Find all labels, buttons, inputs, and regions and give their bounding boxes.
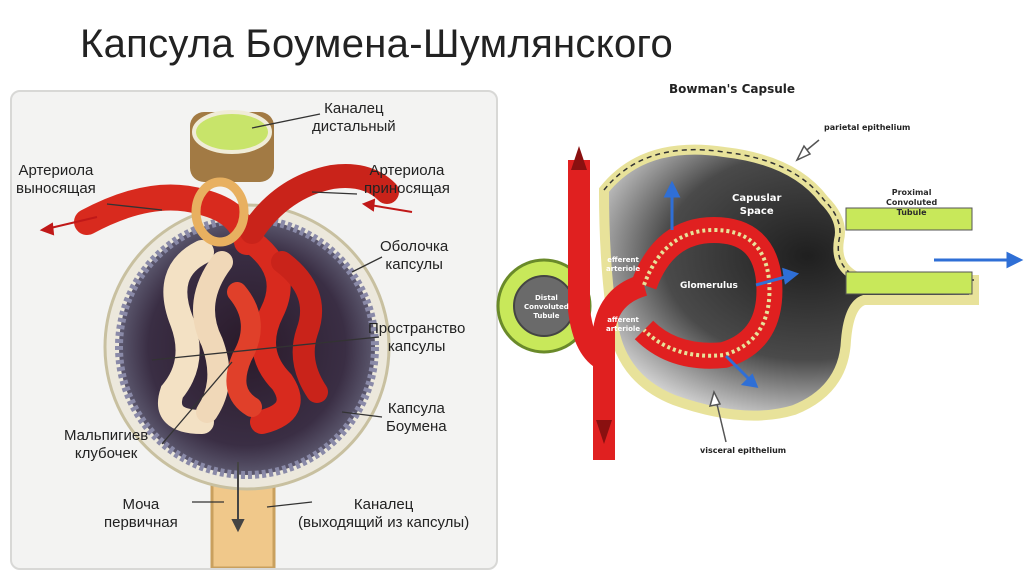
left-leader-lines: [106, 113, 383, 508]
label-glomerulus: Glomerulus: [680, 281, 738, 291]
left-flow-arrows: [39, 198, 413, 236]
right-diagram-illustration: [496, 139, 1024, 460]
afferent-arteriole-path: [593, 274, 648, 460]
right-diagram-panel: Bowman's Capsule parietal epithelium Cap…: [494, 80, 1024, 574]
right-blood-arrows: [571, 146, 612, 444]
right-diagram-title: Bowman's Capsule: [669, 82, 796, 96]
proximal-tubule-top: [845, 207, 973, 231]
page-title: Капсула Боумена-Шумлянского: [80, 22, 674, 66]
afferent-arteriole-shape: [240, 164, 399, 244]
right-filtration-arrows: [663, 180, 1024, 388]
label-visceral-epithelium: visceral epithelium: [700, 446, 787, 455]
label-exit-tubule: Каналец(выходящий из капсулы): [298, 496, 470, 531]
label-parietal-epithelium: parietal epithelium: [824, 123, 911, 132]
proximal-tubule-bottom: [845, 271, 973, 295]
left-diagram-illustration: [39, 110, 413, 568]
glomerulus-loops: [158, 230, 328, 434]
